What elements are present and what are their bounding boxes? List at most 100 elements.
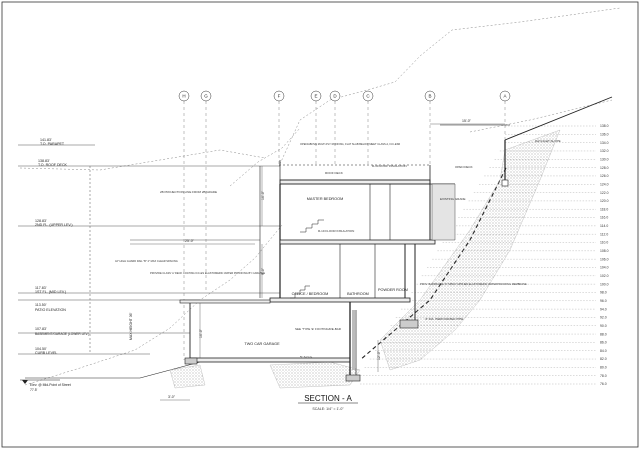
dimension-lines (130, 123, 505, 401)
level-name-patio: PATIO ELEVATION (35, 308, 66, 312)
elev-label: 120.0 (600, 199, 609, 203)
topo-lines (19, 7, 621, 386)
dimension-labels: 10'-0" 9'-0" 10'-0" 25'-0" 15'-0" 12'-0"… (129, 119, 472, 399)
dim-top-width: 15'-0" (462, 119, 472, 123)
grid-bubble-e (310, 90, 322, 102)
grid-label-d: D (333, 94, 337, 99)
elev-label: 88.0 (600, 332, 607, 336)
hillside (25, 96, 613, 379)
second-floor-slab (279, 239, 436, 245)
elev-label: 106.0 (600, 257, 609, 261)
section-scale: SCALE: 1/4" = 1'-0" (312, 407, 344, 411)
grid-label-h: H (182, 94, 185, 99)
grid-bubble-b (424, 90, 436, 102)
level-name-roofdeck: T.O. ROOF DECK (38, 163, 68, 167)
note-drain: 4" DIA. PERFORATED PIPE (425, 317, 463, 321)
grid-bubble-a (499, 90, 511, 102)
room-master-bedroom: MASTER BEDROOM (307, 197, 344, 201)
elev-label: 100.0 (600, 282, 609, 286)
grid-label-e: E (314, 94, 317, 99)
grid-bubble-f (273, 90, 285, 102)
level-labels: 141.83' T.O. PARAPET 138.83' T.O. ROOF D… (35, 138, 89, 355)
elev-label: 80.0 (600, 366, 607, 370)
elev-label: 136.0 (600, 133, 609, 137)
note-waterproofing: PROV. BARRICADE 'D' SPRAY APPLIED ELASTO… (420, 282, 527, 286)
note-floor-insulation: R-19 FLOOR INSULATION (318, 229, 354, 233)
level-elev-curb: 104.50' (35, 347, 47, 351)
note-slope: DAYLIGHT SLOPE (535, 139, 561, 143)
note-sog: 5" S.O.G. (300, 355, 313, 359)
max-height-label: MAX HEIGHT 36' (129, 312, 133, 340)
note-open-deck: OPEN DECK (455, 165, 473, 169)
grid-bubble-h (178, 90, 190, 102)
section-title: SECTION - A (304, 394, 352, 403)
level-elev-1st: 117.83' (35, 286, 47, 290)
room-labels: MASTER BEDROOM OFFICE / BEDROOM BATHROOM… (244, 197, 408, 346)
grid-label-g: G (204, 94, 208, 99)
room-garage: TWO CAR GARAGE (244, 342, 280, 346)
note-projection: 2B PROJECTION LINE FROM 2B GRADE (160, 190, 217, 194)
dim-lower-wall: 9'-0" (261, 267, 265, 275)
dim-deck-width: 25'-0" (185, 239, 195, 243)
garage-slab (189, 357, 351, 363)
street-label: Elev. @ Mid-Point of Street (30, 383, 71, 387)
level-elev-parapet: 141.83' (40, 138, 52, 142)
street-elev: 77.5' (30, 388, 38, 392)
level-elev-patio: 113.50' (35, 303, 47, 307)
note-grade: EXISTING GRADE (440, 197, 466, 201)
elev-label: 96.0 (600, 299, 607, 303)
room-office-bedroom: OFFICE / BEDROOM (292, 292, 329, 296)
level-elev-roofdeck: 138.83' (38, 159, 50, 163)
elev-label: 124.0 (600, 182, 609, 186)
building-structure (179, 124, 510, 382)
elev-label: 90.0 (600, 324, 607, 328)
elev-label: 86.0 (600, 341, 607, 345)
dim-garage-wall: 10'-0" (199, 328, 203, 338)
elev-label: 134.0 (600, 141, 609, 145)
first-floor-slab (269, 297, 411, 303)
elev-label: 98.0 (600, 291, 607, 295)
elev-label: 110.0 (600, 241, 608, 245)
elev-label: 102.0 (600, 274, 609, 278)
level-elev-2nd: 128.83' (35, 219, 47, 223)
level-name-garage: BASEMENT/GARAGE (LOWER LEV.) (35, 332, 89, 336)
level-name-curb: CURB LEVEL (35, 351, 57, 355)
elev-label: 76.0 (600, 382, 607, 386)
level-elev-garage: 107.83' (35, 327, 47, 331)
elev-label: 78.0 (600, 374, 607, 378)
elev-label: 130.0 (600, 157, 609, 161)
dim-upper-wall: 10'-0" (261, 190, 265, 200)
level-name-1st: 1ST FL. (MID LEV.) (35, 290, 66, 294)
grid-label-b: B (428, 94, 431, 99)
elev-label: 104.0 (600, 266, 609, 270)
level-name-parapet: T.O. PARAPET (40, 142, 65, 146)
roof-slab (279, 179, 431, 185)
grid-label-a: A (503, 94, 506, 99)
elev-label: 116.0 (600, 216, 608, 220)
grid-bubble-c (362, 90, 374, 102)
dim-footing: 3'-0" (168, 395, 176, 399)
note-roof-insulation: R-30 ROOF INSULATION (372, 164, 407, 168)
grid-label-c: C (366, 94, 370, 99)
elev-label: 128.0 (600, 166, 609, 170)
elev-label: 118.0 (600, 207, 608, 211)
grid-bubble-d (329, 90, 341, 102)
elev-label: 126.0 (600, 174, 609, 178)
street-marker: Elev. @ Mid-Point of Street 77.5' (20, 379, 71, 392)
elev-label: 138.0 (600, 124, 609, 128)
room-powder: POWDER ROOM (378, 288, 408, 292)
elev-label: 122.0 (600, 191, 609, 195)
earth-hatch (169, 129, 561, 389)
level-name-2nd: 2ND FL. (UPPER LEV.) (35, 223, 73, 227)
elev-label: 82.0 (600, 357, 607, 361)
elev-label: 112.0 (600, 232, 608, 236)
elev-label: 92.0 (600, 316, 607, 320)
elev-label: 132.0 (600, 149, 609, 153)
note-roofing: OPEN/ABOVE MULTI-PLY ROOFING, FLAT SLAB … (300, 142, 400, 146)
note-guardrail: 42" HIGH GUARD RAIL "B" 4" MAX CLEAR SPA… (115, 259, 178, 263)
annotations: ROOF DECK R-30 ROOF INSULATION OPEN DECK… (115, 139, 561, 359)
grid-label-f: F (278, 94, 281, 99)
title-block: SECTION - A SCALE: 1/4" = 1'-0" (298, 394, 358, 411)
